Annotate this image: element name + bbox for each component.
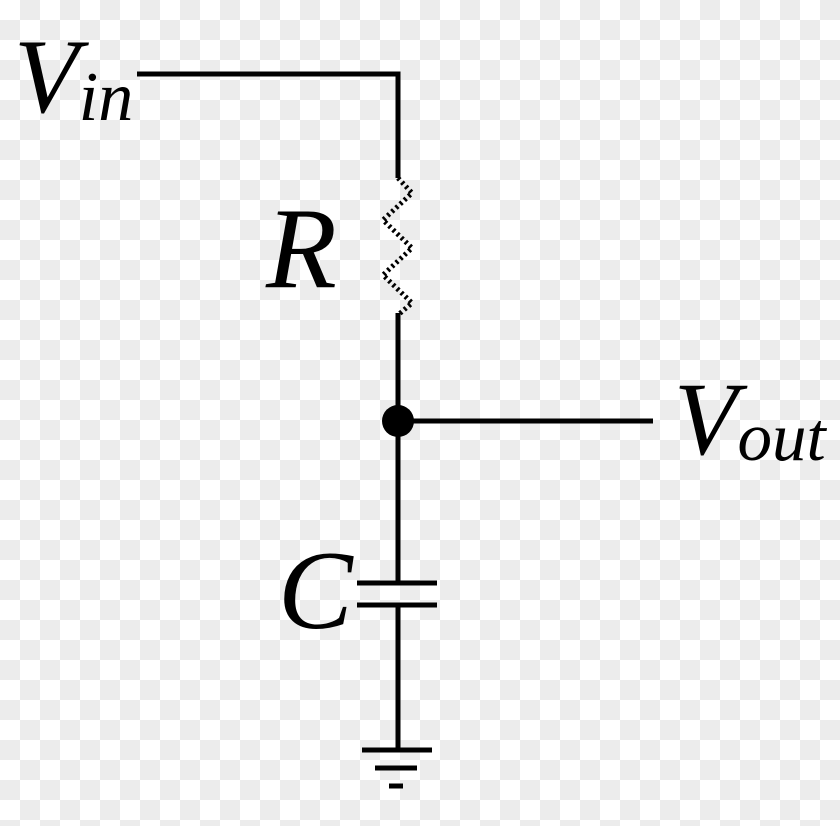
ground-symbol bbox=[362, 747, 432, 789]
vin-label: Vin bbox=[14, 24, 133, 133]
resistor-zigzag-symbol bbox=[379, 176, 416, 317]
vout-label: Vout bbox=[674, 368, 826, 472]
vout-label-main: V bbox=[674, 362, 738, 477]
capacitor-symbol bbox=[357, 580, 437, 608]
vout-label-sub: out bbox=[737, 399, 826, 475]
capacitor-label: C bbox=[278, 529, 353, 653]
wire-vin-to-resistor bbox=[137, 71, 401, 178]
vin-label-main: V bbox=[14, 18, 79, 135]
vin-label-sub: in bbox=[78, 59, 134, 136]
resistor-label: R bbox=[266, 185, 337, 313]
